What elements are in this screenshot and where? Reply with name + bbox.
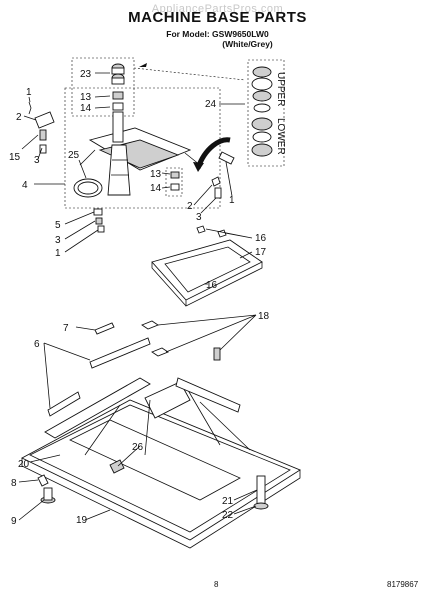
part-23-caps <box>111 63 125 85</box>
model-line: For Model: GSW9650LW0 <box>166 29 269 39</box>
callout-4: 4 <box>22 180 28 191</box>
callout-13-right: 13 <box>150 169 162 180</box>
part-24-panel: UPPER LOWER <box>247 59 286 167</box>
callout-3-lower: 3 <box>55 235 61 246</box>
part-13-14-right-nuts <box>165 167 183 197</box>
leader-lines <box>18 72 258 521</box>
lower-label: LOWER <box>275 118 286 155</box>
callout-21: 21 <box>222 496 234 507</box>
callout-2-left: 2 <box>16 112 22 123</box>
catalog-number: 8179867 <box>387 580 419 589</box>
callout-13-top: 13 <box>80 92 92 103</box>
part-13-14-nuts <box>112 91 124 111</box>
upper-label: UPPER <box>275 72 286 106</box>
callout-14-top: 14 <box>80 103 92 114</box>
leveling-legs <box>37 474 269 510</box>
top-inset-box <box>71 57 246 117</box>
callout-8: 8 <box>11 478 17 489</box>
color-line: (White/Grey) <box>222 39 273 49</box>
callout-6: 6 <box>34 339 40 350</box>
callout-3-right: 3 <box>196 212 202 223</box>
lower-left-parts <box>93 208 105 233</box>
callout-18: 18 <box>258 311 270 322</box>
part-18-parts <box>141 320 221 361</box>
callout-26: 26 <box>132 442 144 453</box>
right-bolts <box>211 176 222 199</box>
callout-19: 19 <box>76 515 88 526</box>
callout-23: 23 <box>80 69 92 80</box>
callout-16-top: 16 <box>255 233 267 244</box>
callout-1-right: 1 <box>229 195 235 206</box>
callout-9: 9 <box>11 516 17 527</box>
transmission-assembly <box>64 87 221 209</box>
callout-1-lower: 1 <box>55 248 61 259</box>
callout-3-left: 3 <box>34 155 40 166</box>
callout-2-right: 2 <box>187 201 193 212</box>
part-17-frame <box>151 239 263 307</box>
callout-15: 15 <box>9 152 21 163</box>
callout-17: 17 <box>255 247 267 258</box>
callout-16-bottom: 16 <box>206 280 218 291</box>
parts-7-6-brackets <box>47 322 151 417</box>
callout-22: 22 <box>222 510 234 521</box>
part-25-gasket <box>73 178 103 198</box>
callout-20: 20 <box>18 459 30 470</box>
page-number: 8 <box>214 580 219 589</box>
machine-base <box>21 377 301 549</box>
callout-7: 7 <box>63 323 69 334</box>
callout-1-left: 1 <box>26 87 32 98</box>
callout-25: 25 <box>68 150 80 161</box>
page-title: MACHINE BASE PARTS <box>128 9 307 26</box>
callout-5: 5 <box>55 220 61 231</box>
drain-hose <box>193 137 235 172</box>
watermark: AppliancePartsPros.com <box>151 3 284 15</box>
left-bolts <box>28 101 55 154</box>
callout-14-right: 14 <box>150 183 162 194</box>
callout-24: 24 <box>205 99 217 110</box>
